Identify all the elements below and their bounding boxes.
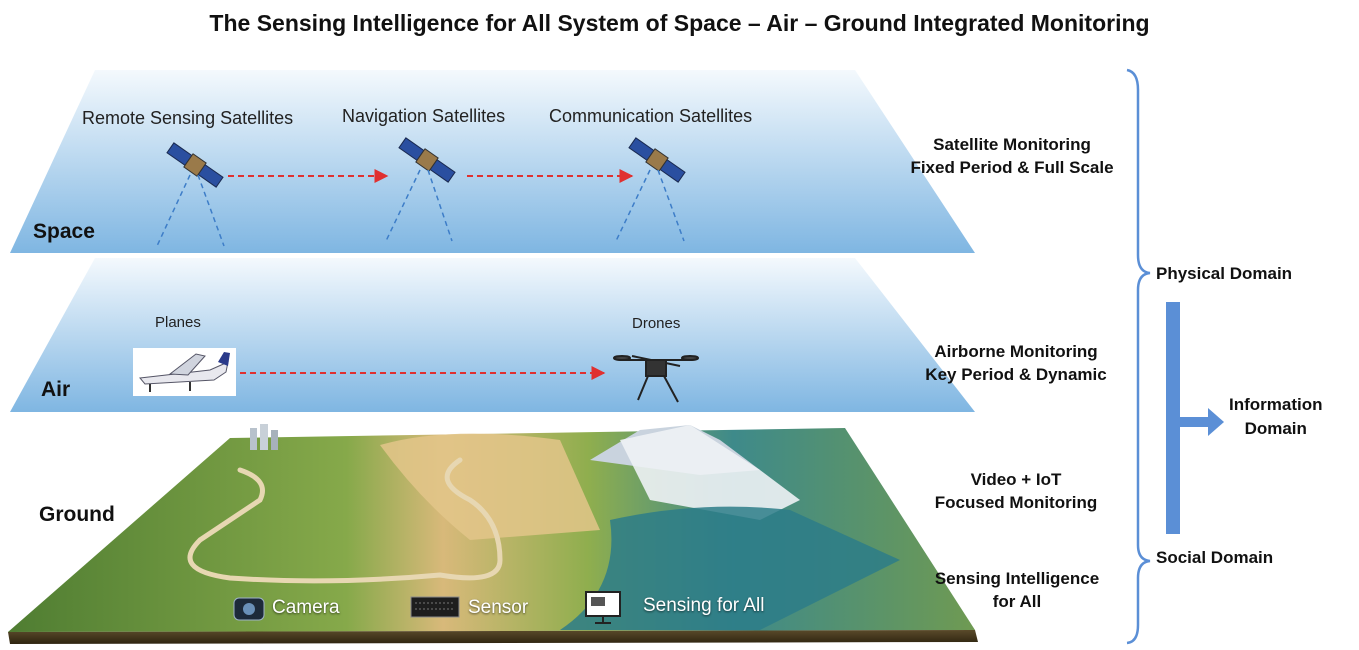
navigation-satellite-icon — [398, 137, 456, 183]
sensing-for-all-monitor-icon — [585, 591, 621, 624]
remote-sensing-satellite-icon — [166, 142, 224, 188]
satellite-beams — [156, 169, 685, 247]
domain-brace — [1126, 68, 1151, 645]
drone-icon — [613, 355, 699, 403]
air-layer-label: Air — [41, 378, 71, 401]
drones-label: Drones — [632, 315, 681, 332]
communication-satellites-label: Communication Satellites — [549, 106, 753, 126]
camera-icon — [233, 597, 265, 621]
camera-label: Camera — [272, 597, 340, 618]
sensing-intelligence-text: Sensing Intelligence for All — [934, 569, 1100, 611]
remote-sensing-satellites-label: Remote Sensing Satellites — [82, 108, 294, 128]
satellite-monitoring-text: Satellite Monitoring Fixed Period & Full… — [910, 135, 1114, 177]
space-layer-plate — [10, 70, 975, 253]
planes-label: Planes — [155, 314, 201, 331]
space-layer-label: Space — [33, 220, 95, 243]
ground-terrain — [8, 424, 978, 644]
social-domain-label: Social Domain — [1156, 548, 1274, 567]
communication-satellite-icon — [628, 137, 686, 183]
sensing-for-all-label: Sensing for All — [643, 595, 765, 616]
ground-layer-label: Ground — [39, 503, 115, 526]
sensor-label: Sensor — [468, 597, 529, 618]
information-arrow — [1166, 302, 1224, 534]
airborne-monitoring-text: Airborne Monitoring Key Period & Dynamic — [925, 342, 1107, 384]
physical-domain-label: Physical Domain — [1156, 264, 1293, 283]
sensor-icon — [410, 596, 460, 618]
navigation-satellites-label: Navigation Satellites — [342, 106, 506, 126]
information-domain-label: Information Domain — [1229, 395, 1323, 438]
video-iot-text: Video + IoT Focused Monitoring — [934, 470, 1098, 512]
diagram-title: The Sensing Intelligence for All System … — [209, 10, 1150, 36]
plane-icon — [133, 348, 236, 396]
